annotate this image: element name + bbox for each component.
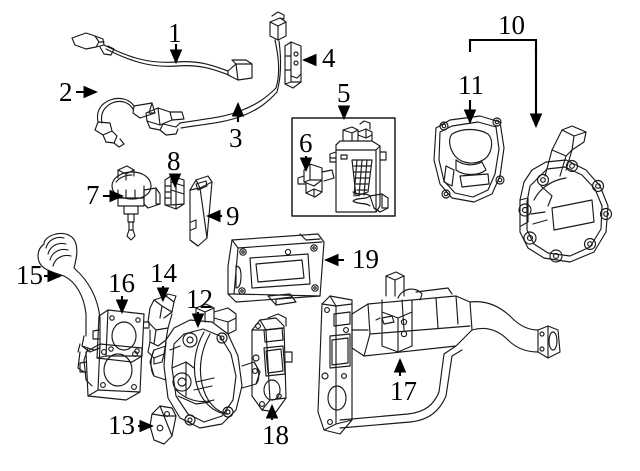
part-oxygen-sensor-upper-harness: [71, 32, 253, 81]
callout-label-2: 2: [59, 77, 73, 107]
part-purge-valve: [297, 163, 335, 198]
part-sensor-bracket-small: [284, 41, 302, 89]
callout-label-14: 14: [150, 258, 177, 288]
part-egr-flange-gasket-plate: [92, 309, 150, 363]
callout-label-16: 16: [108, 268, 135, 298]
part-heat-shield-bracket: [189, 175, 213, 247]
callout-label-15: 15: [16, 260, 43, 290]
part-egr-cooler-mounting-plate: [227, 233, 325, 306]
part-oxygen-sensor-lower-harness: [145, 11, 287, 136]
callout-label-11: 11: [458, 70, 484, 100]
callout-label-3: 3: [229, 123, 243, 153]
callout-label-19: 19: [352, 244, 379, 274]
callout-label-18: 18: [262, 420, 289, 450]
leader-lines: [44, 38, 543, 433]
part-mounting-bracket-small: [149, 405, 177, 445]
callout-label-17: 17: [390, 376, 417, 406]
part-oxygen-sensor-short: [94, 97, 156, 148]
callout-label-12: 12: [186, 284, 213, 314]
part-egr-cooler-support-bracket: [251, 313, 293, 413]
callout-label-10: 10: [498, 10, 525, 40]
part-egr-pump-housing: [149, 303, 261, 429]
part-egr-inlet-tube: [37, 232, 143, 401]
callout-label-6: 6: [299, 128, 313, 158]
part-egr-position-sensor: [147, 293, 177, 365]
part-egr-valve-actuator: [111, 165, 161, 241]
part-vacuum-pump-assembly: [518, 125, 613, 263]
callout-label-1: 1: [168, 18, 182, 48]
callout-label-9: 9: [226, 201, 240, 231]
callout-label-8: 8: [167, 146, 181, 176]
part-vapor-canister-assembly: [291, 117, 396, 217]
callout-label-7: 7: [86, 180, 100, 210]
part-egr-cooler-assembly: [317, 271, 561, 435]
part-vacuum-pump-gasket: [433, 115, 505, 203]
callout-label-13: 13: [108, 410, 135, 440]
callout-label-5: 5: [337, 78, 351, 108]
callout-label-4: 4: [322, 43, 336, 73]
